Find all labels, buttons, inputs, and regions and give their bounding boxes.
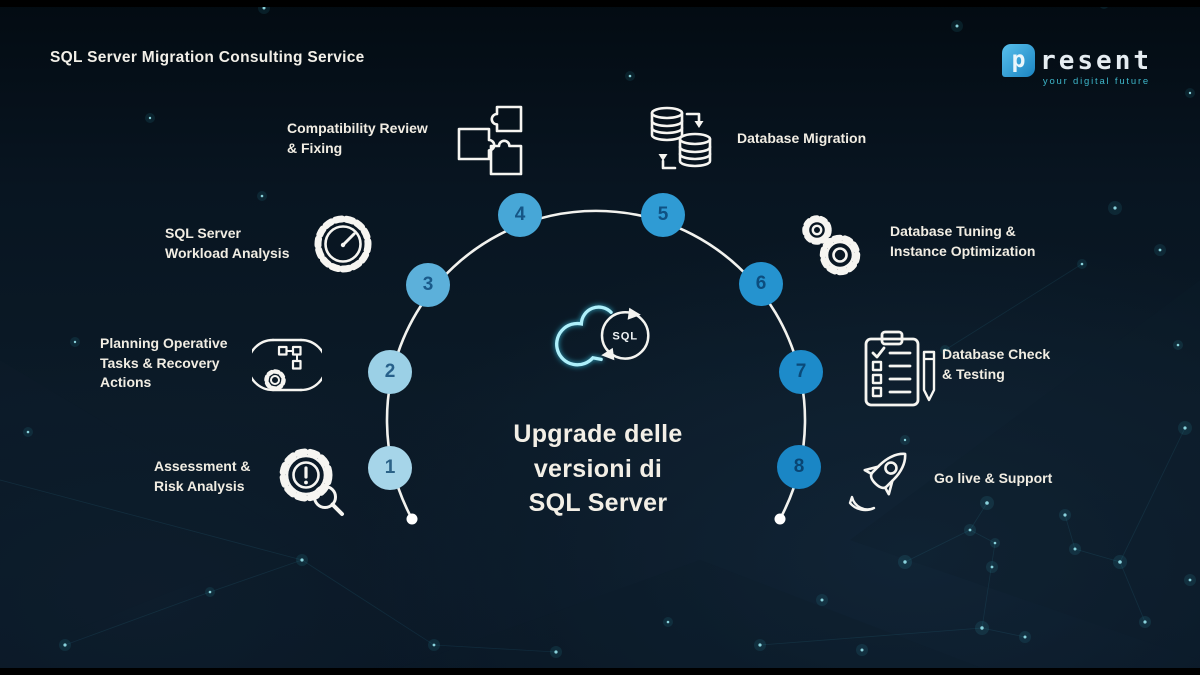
step-circle-1: 1 [368,446,412,490]
tuning-gears-icon [800,211,866,284]
step-label-1: Assessment & Risk Analysis [154,457,251,496]
central-title: Upgrade delle versioni di SQL Server [448,417,748,521]
cloud-outline [555,305,613,367]
step-label-line: Database Tuning & [890,223,1016,239]
constellation-lines [0,263,1186,653]
brand-logo: p resent your digital future [1002,44,1152,87]
letterbox-bottom [0,668,1200,675]
step-label-line: & Fixing [287,139,343,156]
arc-end-dot-left [406,513,418,525]
go-live-rocket-icon [848,443,918,520]
step-label-4: Compatibility Review & Fixing [287,119,428,158]
step-label-line: Instance Optimization [890,242,1036,259]
step-circle-4: 4 [498,193,542,237]
step-label-line: Planning Operative [100,335,228,351]
cloud-sql-label: SQL [612,331,637,343]
step-label-2: Planning Operative Tasks & Recovery Acti… [100,334,228,393]
step-label-line: Risk Analysis [154,477,245,494]
central-title-line: versioni di [533,454,663,483]
step-label-7: Database Check & Testing [942,345,1050,384]
step-label-line: Go live & Support [934,470,1053,486]
step-circle-8: 8 [777,445,821,489]
brand-tagline: your digital future [1042,76,1150,87]
step-circle-6: 6 [739,262,783,306]
step-circle-2: 2 [368,350,412,394]
arc-end-dot-right [774,513,786,525]
background-shading [0,280,1200,675]
step-label-5: Database Migration [737,129,866,149]
workload-gauge-icon [311,211,375,286]
step-label-line: Database Check [942,346,1051,362]
database-migration-icon [644,102,718,181]
brand-logo-row: p resent [1002,44,1152,77]
sql-cloud-icon: SQL [540,284,664,377]
step-label-line: Tasks & Recovery [100,354,220,371]
step-label-line: & Testing [942,365,1005,382]
step-label-6: Database Tuning & Instance Optimization [890,222,1035,261]
check-testing-clipboard-icon [861,330,939,415]
page-title: SQL Server Migration Consulting Service [50,49,365,66]
central-title-line: SQL Server [528,489,668,517]
step-label-3: SQL Server Workload Analysis [165,224,289,263]
letterbox-top [0,0,1200,7]
risk-analysis-icon [276,442,346,525]
planning-blueprint-icon [246,332,328,403]
step-circle-3: 3 [406,263,450,307]
step-label-line: Database Migration [737,130,867,146]
compatibility-puzzle-icon [452,102,528,183]
sql-sync-circle: SQL [600,307,650,361]
step-label-8: Go live & Support [934,469,1052,489]
brand-p-mark: p [1002,44,1036,77]
step-label-line: Compatibility Review [287,120,428,136]
step-circle-5: 5 [641,193,685,237]
step-circle-7: 7 [779,350,823,394]
brand-wordmark: resent [1040,45,1152,76]
step-label-line: SQL Server [165,225,242,241]
central-title-line: Upgrade delle [513,420,683,448]
sync-arrowhead-top [627,307,641,320]
step-label-line: Assessment & [154,458,251,474]
sync-arrowhead-bottom [601,347,615,361]
step-label-line: Actions [100,374,152,390]
step-label-line: Workload Analysis [165,244,290,261]
